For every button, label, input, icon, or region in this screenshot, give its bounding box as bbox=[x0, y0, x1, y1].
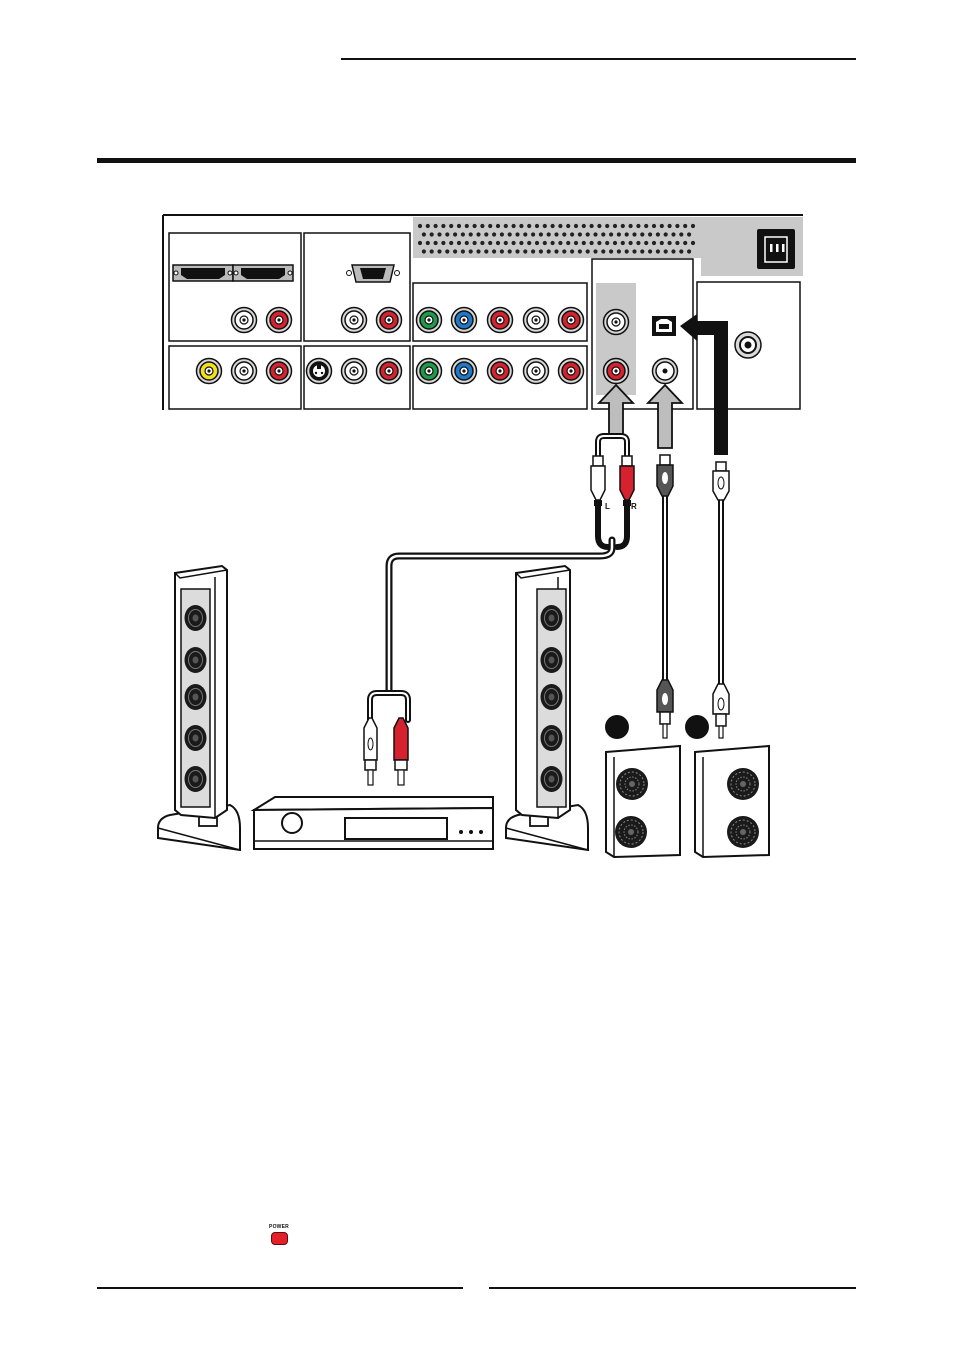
rca-cable-tv-to-receiver bbox=[370, 436, 627, 720]
optical-port-icon bbox=[652, 316, 676, 336]
component2-audio-left-jack bbox=[524, 359, 549, 384]
component1-y-jack bbox=[417, 308, 442, 333]
power-button-label: POWER bbox=[262, 1224, 296, 1230]
optical-plug-tv bbox=[713, 462, 729, 500]
component1-pb-jack bbox=[452, 308, 477, 333]
component1-audio-left-jack bbox=[524, 308, 549, 333]
rca-plug-right-red bbox=[620, 456, 634, 506]
receiver-plug-left-white bbox=[364, 718, 377, 785]
digital-speaker-optical-marker bbox=[685, 715, 709, 739]
component2-y-jack bbox=[417, 359, 442, 384]
av-audio-left-jack bbox=[232, 359, 257, 384]
power-socket-icon bbox=[757, 229, 795, 269]
coax-port-icon bbox=[735, 332, 761, 358]
av-audio-right-jack bbox=[267, 359, 292, 384]
audio-out-right-jack bbox=[604, 359, 629, 384]
receiver-plug-right-red bbox=[394, 718, 408, 785]
power-button-icon bbox=[271, 1232, 288, 1245]
vga-audio-left-jack bbox=[342, 308, 367, 333]
tower-speaker-left bbox=[158, 566, 240, 850]
svideo-port-icon bbox=[307, 359, 332, 384]
digital-speaker-optical bbox=[685, 715, 769, 857]
audio-out-left-jack bbox=[604, 310, 629, 335]
hdmi-audio-right-jack bbox=[267, 308, 292, 333]
hdmi-port-icon bbox=[173, 265, 233, 281]
rca-plug-left-white bbox=[591, 456, 605, 506]
video-jack bbox=[197, 359, 222, 384]
svideo-audio-left-jack bbox=[342, 359, 367, 384]
component1-pr-jack bbox=[488, 308, 513, 333]
tower-speaker-right bbox=[506, 566, 588, 850]
component2-pb-jack bbox=[452, 359, 477, 384]
digital-speaker-coaxial-marker bbox=[605, 715, 629, 739]
hdmi-audio-left-jack bbox=[232, 308, 257, 333]
coaxial-digital-out-jack bbox=[653, 359, 678, 384]
audio-receiver bbox=[254, 797, 493, 849]
vga-audio-right-jack bbox=[377, 308, 402, 333]
tv-back-panel bbox=[163, 215, 803, 410]
component1-audio-right-jack bbox=[559, 308, 584, 333]
optical-plug-speaker bbox=[713, 684, 729, 738]
power-button-illustration: POWER bbox=[262, 1224, 296, 1245]
cable-label-left: L bbox=[605, 502, 610, 511]
component2-pr-jack bbox=[488, 359, 513, 384]
coaxial-plug-tv bbox=[657, 455, 673, 496]
cable-label-right: R bbox=[631, 502, 637, 511]
digital-speaker-coaxial bbox=[605, 715, 680, 857]
svideo-audio-right-jack bbox=[377, 359, 402, 384]
component2-audio-right-jack bbox=[559, 359, 584, 384]
hdmi-port-icon bbox=[233, 265, 293, 281]
coaxial-plug-speaker bbox=[657, 680, 673, 738]
